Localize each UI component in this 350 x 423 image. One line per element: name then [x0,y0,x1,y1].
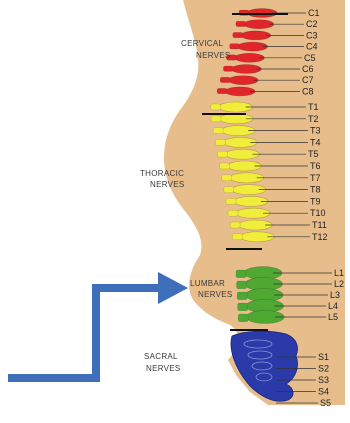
thoracic-spinous-process [217,151,227,157]
level-label-t12: T12 [312,232,328,242]
cervical-label-line1: CERVICAL [181,39,224,48]
thoracic-spinous-process [211,104,221,110]
level-label-c6: C6 [302,64,314,74]
lumbar-label-line1: LUMBAR [190,279,225,288]
level-label-t4: T4 [310,137,321,147]
level-label-t7: T7 [310,173,321,183]
level-label-l3: L3 [330,290,340,300]
arrow-head-icon [158,272,188,304]
level-label-t2: T2 [308,114,319,124]
level-label-l4: L4 [328,301,338,311]
level-label-c2: C2 [306,19,318,29]
level-label-t9: T9 [310,196,321,206]
lumbar-spinous-process [238,303,248,311]
cervical-spinous-process [230,44,240,49]
level-label-s1: S1 [318,352,329,362]
lumbar-spinous-process [237,281,247,289]
level-label-s2: S2 [318,364,329,374]
sacrum-shape [231,331,298,401]
sacral-label-line1: SACRAL [144,352,178,361]
level-label-t8: T8 [310,185,321,195]
sacral-label-line2: NERVES [146,364,181,373]
thoracic-spinous-process [230,222,240,228]
thoracic-spinous-process [220,163,230,169]
level-label-c7: C7 [302,75,314,85]
level-label-s5: S5 [320,398,331,408]
level-label-t5: T5 [308,149,319,159]
thoracic-spinous-process [226,198,236,204]
level-label-l5: L5 [328,312,338,322]
lumbar-spinous-process [237,292,247,300]
level-label-c8: C8 [302,86,314,96]
thoracic-label-line2: NERVES [150,180,185,189]
lumbar-spinous-process [238,314,248,322]
lumbar-spinous-process [236,270,246,278]
level-label-c5: C5 [304,53,316,63]
cervical-spinous-process [223,66,233,71]
cervical-spinous-process [233,32,243,37]
thoracic-label-line1: THORACIC [140,169,184,178]
thoracic-spinous-process [228,210,238,216]
thoracic-spinous-process [215,139,225,145]
sacrum-coccyx [231,331,298,401]
level-label-t10: T10 [310,208,326,218]
thoracic-spinous-process [232,234,242,240]
level-label-t1: T1 [308,102,319,112]
level-label-c4: C4 [306,42,318,52]
pointer-arrow [8,288,165,378]
cervical-spinous-process [220,77,230,82]
level-label-t6: T6 [310,161,321,171]
cervical-spinous-process [217,88,227,93]
level-label-s4: S4 [318,387,329,397]
level-label-t11: T11 [312,220,327,230]
level-label-t3: T3 [310,126,321,136]
thoracic-spinous-process [211,116,221,122]
level-label-l2: L2 [334,279,344,289]
thoracic-spinous-process [213,128,223,134]
lumbar-label-line2: NERVES [198,290,233,299]
thoracic-spinous-process [224,187,234,193]
cervical-label-line2: NERVES [196,51,231,60]
level-label-c3: C3 [306,30,318,40]
cervical-spinous-process [236,21,246,26]
level-label-l1: L1 [334,268,344,278]
level-label-s3: S3 [318,375,329,385]
thoracic-spinous-process [222,175,232,181]
level-label-c1: C1 [308,8,320,18]
